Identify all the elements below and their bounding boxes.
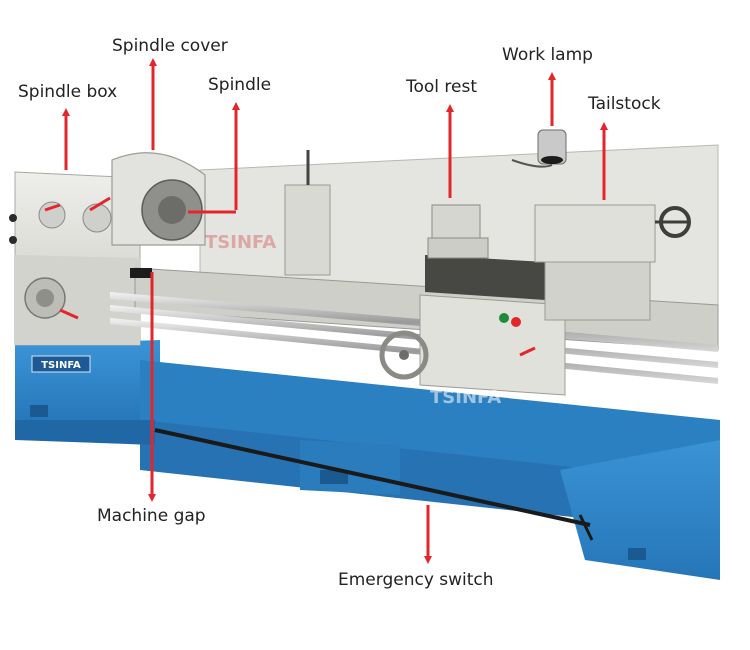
label-tailstock: Tailstock	[588, 94, 661, 114]
label-spindle-box: Spindle box	[18, 82, 118, 102]
label-spindle-cover: Spindle cover	[112, 36, 228, 56]
emergency-bar	[154, 428, 591, 527]
tailstock-body	[534, 204, 656, 263]
tool-post	[431, 204, 481, 242]
watermark-upper: TSINFA	[205, 232, 276, 253]
label-work-lamp: Work lamp	[502, 45, 593, 65]
watermark-lower: TSINFA	[430, 387, 501, 408]
carriage-apron	[419, 294, 566, 396]
label-tool-rest: Tool rest	[406, 77, 478, 97]
label-emergency-switch: Emergency switch	[338, 570, 494, 590]
label-machine-gap: Machine gap	[97, 506, 206, 526]
brand-plate	[31, 355, 91, 373]
machine-base	[15, 340, 720, 580]
brand-plate-text: TSINFA	[41, 360, 81, 371]
label-spindle: Spindle	[208, 75, 272, 95]
